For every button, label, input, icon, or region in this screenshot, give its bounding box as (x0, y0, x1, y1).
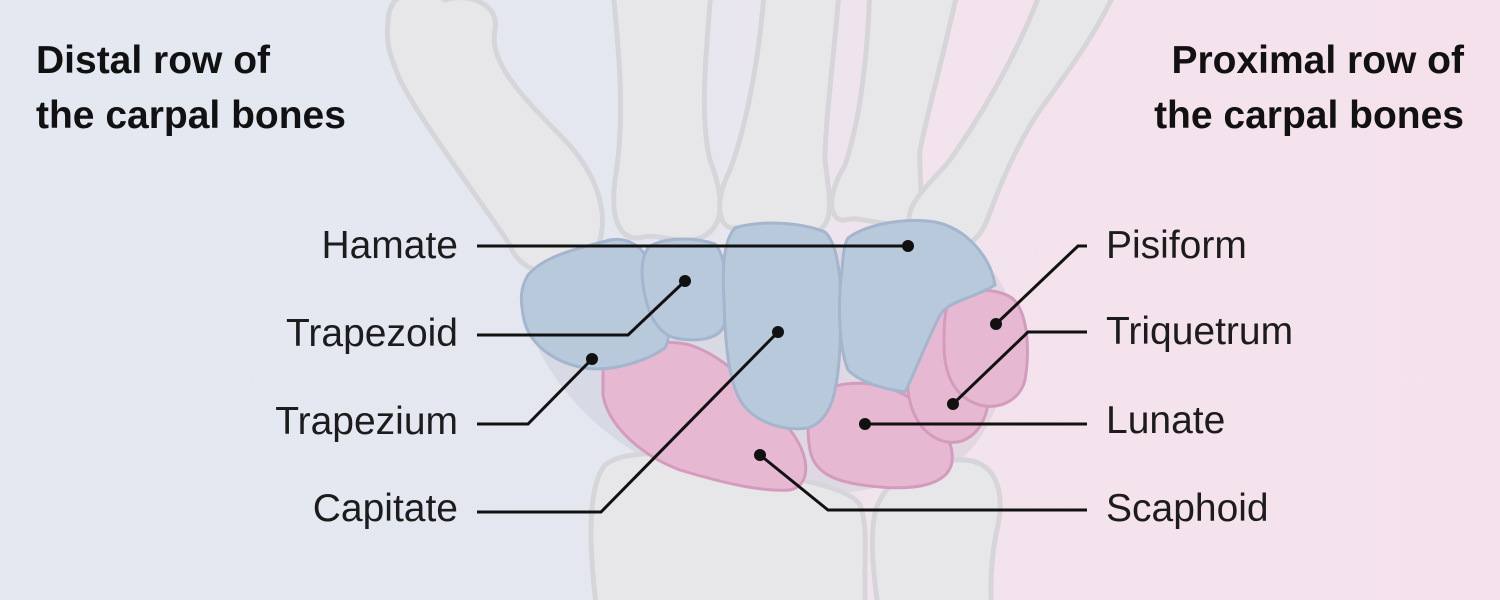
distal-heading-line-2: the carpal bones (36, 94, 346, 137)
triquetrum-leader-line (951, 330, 1087, 406)
lunate-pointer-dot (859, 418, 871, 430)
scaphoid-label: Scaphoid (1106, 487, 1269, 530)
pisiform-pointer-dot (990, 318, 1002, 330)
capitate-label: Capitate (312, 487, 458, 530)
proximal-heading-line-1: Proximal row of (1171, 39, 1464, 82)
capitate-pointer-dot (772, 326, 784, 338)
capitate-bone (721, 221, 843, 431)
leader-lines (477, 244, 1087, 514)
pisiform-label: Pisiform (1106, 224, 1247, 267)
trapezoid-leader-line (477, 279, 687, 337)
proximal-row-heading: Proximal row of the carpal bones (1154, 33, 1464, 143)
leader-dots (586, 240, 1002, 461)
trapezium-pointer-dot (586, 353, 598, 365)
lunate-label: Lunate (1106, 399, 1226, 442)
metacarpal-1 (384, 0, 605, 277)
scaphoid-leader-line (759, 453, 1087, 512)
distal-heading-line-1: Distal row of (36, 39, 271, 82)
metacarpal-bones (384, 0, 1114, 277)
capitate-leader-line (477, 330, 780, 514)
trapezoid-bone (640, 237, 728, 342)
trapezoid-label: Trapezoid (286, 312, 458, 355)
metacarpal-4 (829, 0, 959, 227)
pisiform-leader-line (994, 244, 1087, 326)
distal-row-heading: Distal row of the carpal bones (36, 33, 346, 143)
scaphoid-pointer-dot (754, 449, 766, 461)
trapezium-label: Trapezium (275, 400, 458, 443)
trapezoid-pointer-dot (679, 275, 691, 287)
pisiform-bone (942, 289, 1029, 408)
trapezium-leader-line (477, 357, 594, 426)
hamate-pointer-dot (902, 240, 914, 252)
proximal-heading-line-2: the carpal bones (1154, 94, 1464, 137)
triquetrum-label: Triquetrum (1106, 310, 1294, 353)
metacarpal-2 (611, 0, 723, 243)
hamate-label: Hamate (321, 224, 458, 267)
hamate-bone (838, 219, 997, 394)
ulna (869, 457, 1003, 600)
triquetrum-pointer-dot (947, 398, 959, 410)
